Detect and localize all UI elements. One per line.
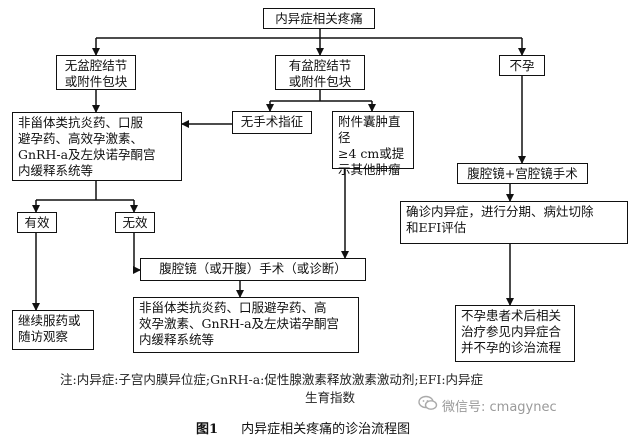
node-post-drug-line1: 非甾体类抗炎药、口服避孕药、高 <box>139 300 327 315</box>
figure-note: 注:内异症:子宫内膜异位症;GnRH-a:促性腺激素释放激素激动剂;EFI:内异… <box>60 371 600 407</box>
node-root: 内异症相关疼痛 <box>263 8 375 29</box>
node-post-drug: 非甾体类抗炎药、口服避孕药、高 效孕激素、GnRH-a及左炔诺孕酮宫 内缓释系统… <box>133 297 359 353</box>
node-infertile-post-line3: 并不孕的诊治流程 <box>461 340 562 355</box>
node-cyst-line2: ≥4 cm或提 <box>338 146 405 161</box>
node-cyst-line3: 示其他肿瘤 <box>338 162 401 177</box>
node-has-pelvic-line1: 有盆腔结节 <box>288 58 352 73</box>
node-effective: 有效 <box>17 212 57 233</box>
figure-caption: 图1 内异症相关疼痛的诊治流程图 <box>196 418 410 437</box>
node-has-pelvic-line2: 或附件包块 <box>288 74 352 89</box>
watermark: 微信号: cmagynec <box>442 400 557 415</box>
figure-caption-label: 图1 <box>196 422 219 437</box>
node-post-drug-line2: 效孕激素、GnRH-a及左炔诺孕酮宫 <box>139 316 340 331</box>
node-infertile: 不孕 <box>499 55 545 76</box>
node-cyst-line1: 附件囊肿直径 <box>338 114 401 145</box>
node-no-pelvic-line2: 或附件包块 <box>64 74 128 89</box>
arrow-ineffective-to-laparoscopy <box>133 233 141 274</box>
figure-note-line1: 注:内异症:子宫内膜异位症;GnRH-a:促性腺激素释放激素激动剂;EFI:内异… <box>60 372 484 387</box>
node-post-drug-line3: 内缓释系统等 <box>139 332 215 347</box>
node-drug-therapy: 非甾体类抗炎药、口服 避孕药、高效孕激素、 GnRH-a及左炔诺孕酮宫 内缓释系… <box>12 112 182 181</box>
node-diagnose: 确诊内异症，进行分期、病灶切除 和EFI评估 <box>400 201 628 244</box>
node-drug-therapy-line3: GnRH-a及左炔诺孕酮宫 <box>18 147 156 162</box>
node-no-pelvic-line1: 无盆腔结节 <box>64 58 128 73</box>
node-drug-therapy-line1: 非甾体类抗炎药、口服 <box>18 115 144 130</box>
node-diagnose-line1: 确诊内异症，进行分期、病灶切除 <box>406 204 594 219</box>
node-infertile-post-line1: 不孕患者术后相关 <box>461 308 562 323</box>
node-cyst: 附件囊肿直径 ≥4 cm或提 示其他肿瘤 <box>332 111 414 177</box>
node-drug-therapy-line4: 内缓释系统等 <box>18 163 94 178</box>
node-lap-hyst: 腹腔镜+宫腔镜手术 <box>457 163 588 184</box>
node-infertile-post: 不孕患者术后相关 治疗参见内异症合 并不孕的诊治流程 <box>455 305 575 362</box>
node-ineffective: 无效 <box>115 212 155 233</box>
figure-note-line2: 生育指数 <box>304 390 355 405</box>
node-no-surgery: 无手术指征 <box>232 111 312 134</box>
node-laparoscopy: 腹腔镜（或开腹）手术（或诊断） <box>140 258 366 281</box>
node-no-pelvic: 无盆腔结节 或附件包块 <box>56 55 136 90</box>
node-drug-therapy-line2: 避孕药、高效孕激素、 <box>18 131 144 146</box>
figure-caption-title: 内异症相关疼痛的诊治流程图 <box>241 422 411 437</box>
node-continue-line2: 随访观察 <box>18 329 69 344</box>
wechat-icon <box>418 395 438 411</box>
node-infertile-post-line2: 治疗参见内异症合 <box>461 324 562 339</box>
node-has-pelvic: 有盆腔结节 或附件包块 <box>275 55 365 90</box>
node-continue: 继续服药或 随访观察 <box>12 310 94 350</box>
node-diagnose-line2: 和EFI评估 <box>406 220 467 235</box>
node-continue-line1: 继续服药或 <box>18 313 81 328</box>
